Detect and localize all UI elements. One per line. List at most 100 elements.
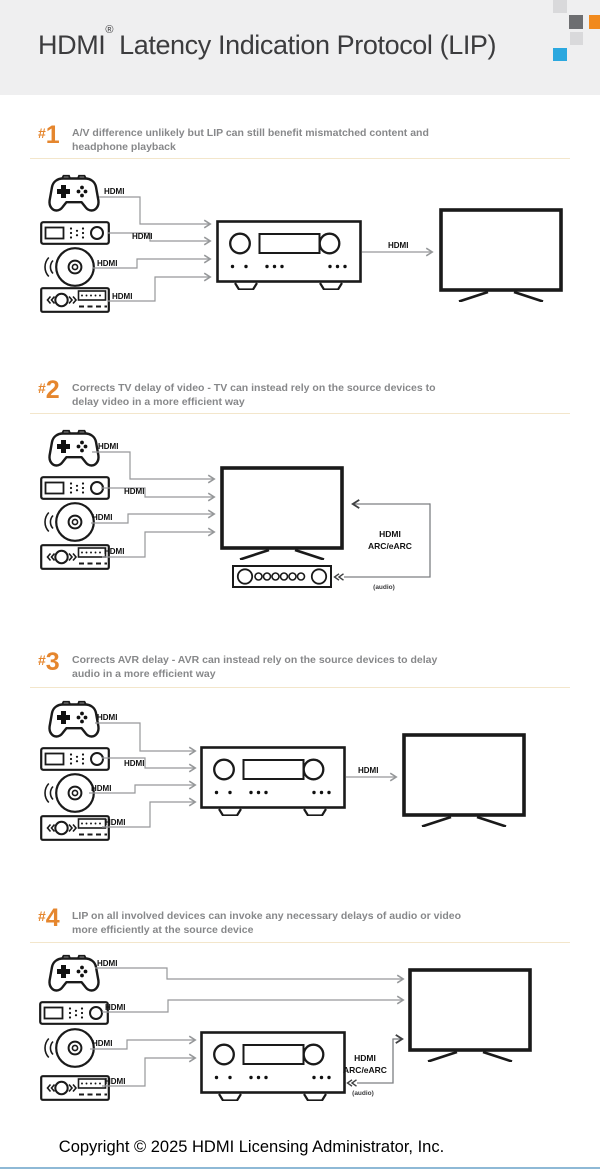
description-line: more efficiently at the source device: [72, 924, 254, 936]
section-1-heading: #1 A/V difference unlikely but LIP can s…: [38, 123, 429, 154]
hdmi-cable-line: [91, 509, 216, 524]
diagram-scenario-1: HDMI HDMI HDMI HDMI HDMI: [40, 174, 563, 313]
section-digit: 4: [45, 904, 60, 932]
audio-player-icon: [40, 815, 110, 841]
audio-label: (audio): [352, 1090, 374, 1097]
double-arrow-icon: [333, 573, 344, 581]
tv-icon: [408, 968, 532, 1062]
hash-sign: #: [38, 908, 46, 924]
disc-player-icon: [44, 247, 95, 287]
hdmi-label: HDMI: [112, 292, 132, 301]
hash-sign: #: [38, 380, 46, 396]
hdmi-label: HDMI: [105, 1077, 125, 1086]
hash-sign: #: [38, 652, 46, 668]
set-top-box-icon: [39, 1001, 109, 1025]
hdmi-cable-line: [108, 272, 212, 302]
hdmi-cable-line: [89, 780, 197, 794]
set-top-box-icon: [40, 221, 110, 245]
mosaic-square-lightgray-1: [553, 0, 567, 13]
mosaic-square-orange: [589, 15, 600, 29]
set-top-box-icon: [40, 747, 110, 771]
description-line: Corrects TV delay of video - TV can inst…: [72, 382, 436, 394]
section-3-number: #3: [38, 650, 72, 675]
hdmi-label: HDMI: [92, 1039, 112, 1048]
hdmi-cable-line: [102, 995, 405, 1013]
hdmi-cable-line: [102, 1053, 197, 1087]
disc-player-icon: [44, 773, 95, 813]
av-receiver-icon: [200, 1031, 346, 1101]
hdmi-label: HDMI: [97, 713, 117, 722]
hdmi-cable-line: [101, 487, 216, 502]
audio-player-icon: [40, 1075, 110, 1101]
mosaic-square-blue: [553, 48, 567, 61]
av-receiver-icon: [216, 220, 362, 290]
game-controller-icon: [48, 700, 100, 738]
hdmi-cable-line: [90, 1035, 197, 1050]
hdmi-cable-line: [108, 232, 212, 246]
double-arrow-icon: [346, 1079, 357, 1087]
arc-label: HDMI: [354, 1053, 376, 1063]
mosaic-square-lightgray-2: [570, 32, 583, 45]
hdmi-label: HDMI: [97, 959, 117, 968]
diagram-scenario-4: HDMI HDMI HDMI HDMI HDMI ARC/eARC (audio…: [39, 954, 532, 1101]
hdmi-cable-line: [92, 451, 216, 484]
hdmi-label: HDMI: [124, 759, 144, 768]
copyright-text: Copyright © 2025 HDMI Licensing Administ…: [58, 1138, 445, 1156]
hdmi-cable-line: [102, 797, 197, 828]
audio-player-icon: [40, 287, 110, 313]
soundbar-icon: [232, 565, 332, 588]
hdmi-cable-line: [93, 254, 212, 269]
audio-player-icon: [40, 544, 110, 570]
hdmi-label: HDMI: [105, 818, 125, 827]
section-digit: 3: [45, 648, 60, 676]
hdmi-label: HDMI: [105, 1003, 125, 1012]
game-controller-icon: [48, 174, 100, 212]
hash-sign: #: [38, 125, 46, 141]
audio-label: (audio): [373, 584, 395, 591]
hdmi-label: HDMI: [124, 487, 144, 496]
section-2-divider: [30, 413, 570, 414]
hdmi-label: HDMI: [358, 766, 378, 775]
section-1-divider: [30, 158, 570, 159]
description-line: A/V difference unlikely but LIP can stil…: [72, 127, 429, 139]
section-3-heading: #3 Corrects AVR delay - AVR can instead …: [38, 650, 437, 681]
section-2-number: #2: [38, 378, 72, 403]
hdmi-label: HDMI: [97, 259, 117, 268]
hdmi-label: HDMI: [98, 442, 118, 451]
registered-mark: ®: [105, 24, 114, 36]
section-2-heading: #2 Corrects TV delay of video - TV can i…: [38, 378, 436, 409]
section-4-description: LIP on all involved devices can invoke a…: [72, 906, 461, 937]
game-controller-icon: [48, 954, 100, 992]
bottom-rule: [0, 1167, 600, 1169]
hdmi-label: HDMI: [92, 513, 112, 522]
header: HDMI®Latency Indication Protocol (LIP): [0, 0, 600, 95]
tv-icon: [439, 208, 563, 302]
hdmi-cable-line: [95, 722, 197, 756]
disc-player-icon: [44, 502, 95, 542]
section-4-divider: [30, 942, 570, 943]
hdmi-cable-line: [102, 757, 197, 773]
section-2-description: Corrects TV delay of video - TV can inst…: [72, 378, 436, 409]
section-1-number: #1: [38, 123, 72, 148]
description-line: audio in a more efficient way: [72, 668, 216, 680]
description-line: headphone playback: [72, 141, 176, 153]
hdmi-label: HDMI: [132, 232, 152, 241]
arc-label: ARC/eARC: [343, 1065, 387, 1075]
description-line: LIP on all involved devices can invoke a…: [72, 910, 462, 922]
arc-label: ARC/eARC: [368, 541, 412, 551]
tv-icon: [220, 466, 344, 560]
set-top-box-icon: [40, 476, 110, 500]
title-brand: HDMI: [38, 30, 106, 60]
arc-cable-line: [357, 1039, 394, 1084]
arc-cable-line: [344, 503, 431, 578]
av-receiver-icon: [200, 746, 346, 816]
section-digit: 1: [45, 121, 60, 149]
section-4-number: #4: [38, 906, 72, 931]
section-1-description: A/V difference unlikely but LIP can stil…: [72, 123, 429, 154]
hdmi-cable-line: [95, 967, 405, 984]
hdmi-label: HDMI: [388, 241, 408, 250]
section-3-divider: [30, 687, 570, 688]
game-controller-icon: [48, 429, 100, 467]
description-line: Corrects AVR delay - AVR can instead rel…: [72, 654, 438, 666]
